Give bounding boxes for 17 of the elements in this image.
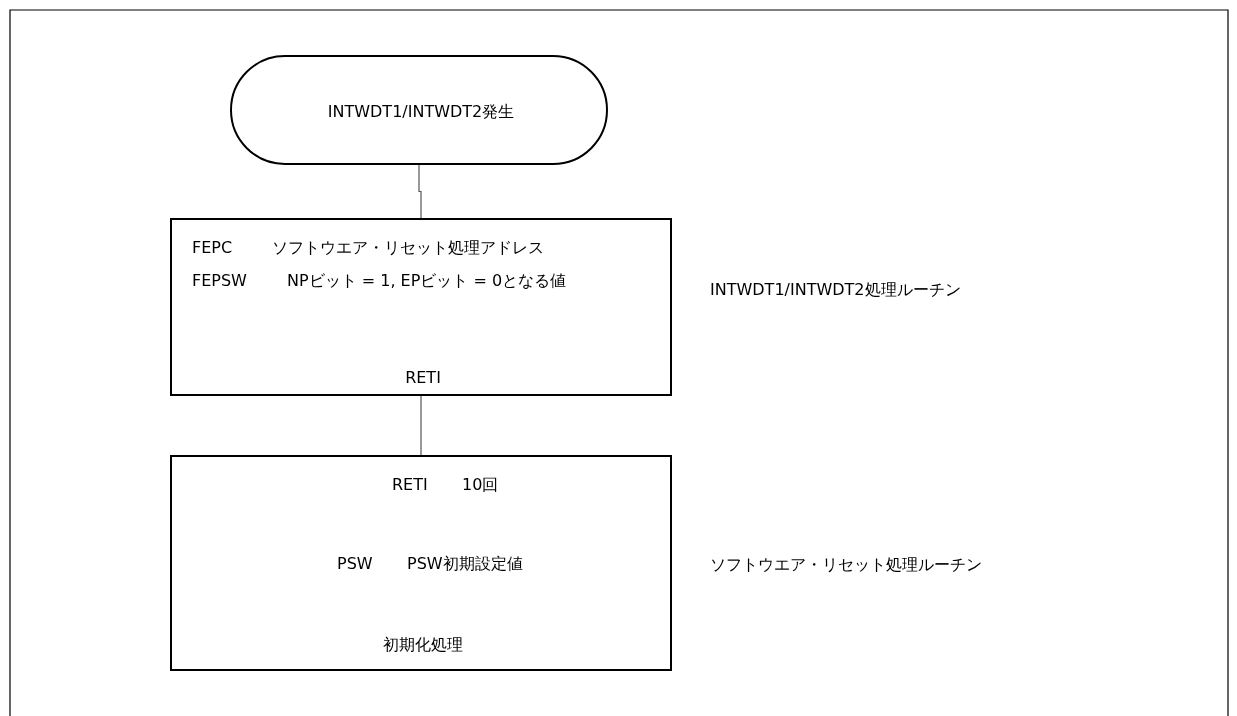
box-text: ソフトウエア・リセット処理アドレス — [272, 238, 544, 259]
box-text: RETI — [404, 368, 442, 387]
connector-line — [418, 164, 422, 219]
terminal-text: INTWDT1/INTWDT2発生 — [326, 102, 516, 123]
box-text: RETI — [392, 475, 428, 494]
routine-label: INTWDT1/INTWDT2処理ルーチン — [710, 280, 961, 301]
box-text: 10回 — [462, 475, 499, 496]
box-text: PSW — [337, 554, 373, 573]
routine-label: ソフトウエア・リセット処理ルーチン — [710, 555, 982, 576]
process-box — [170, 455, 672, 671]
box-text: FEPC — [192, 238, 233, 257]
box-text: 初期化処理 — [382, 635, 464, 656]
connector-line — [420, 395, 422, 456]
box-text: FEPSW — [192, 271, 247, 290]
process-box — [170, 218, 672, 396]
box-text: NPビット = 1, EPビット = 0となる値 — [287, 271, 567, 292]
box-text: PSW初期設定値 — [407, 554, 523, 575]
